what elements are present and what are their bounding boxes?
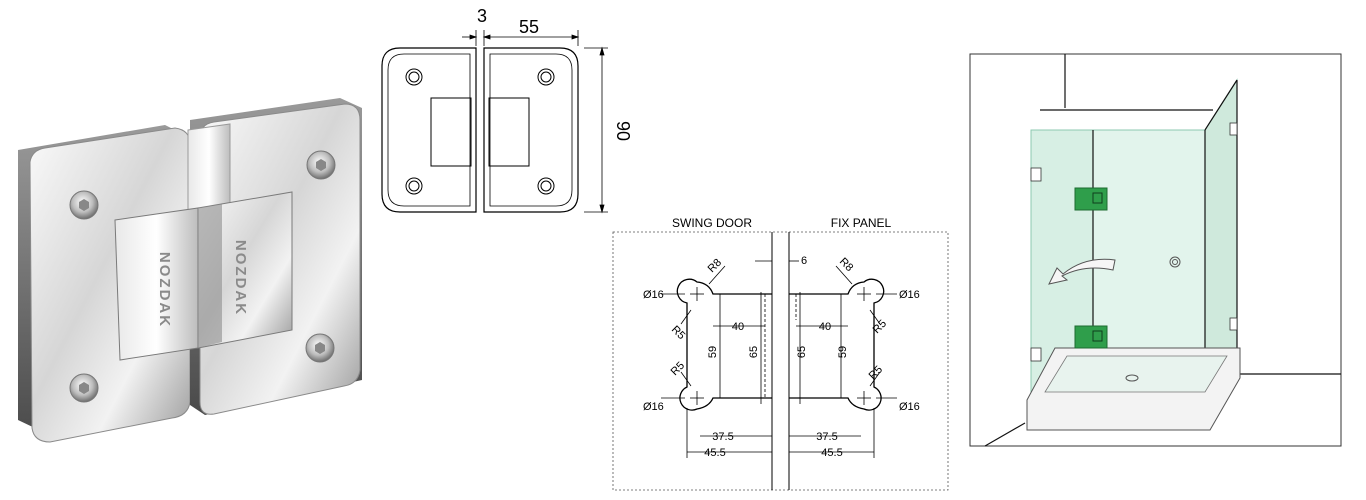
hinge-photo: NOZDAK NOZDAK [0, 80, 375, 450]
screw-icon [69, 190, 99, 220]
dim-gap-label: 3 [477, 6, 487, 26]
radius-r8-left: R8 [706, 257, 724, 275]
right-plate-outline [483, 47, 579, 213]
dim-40-left: 40 [732, 321, 744, 333]
dim-height-label: 90 [613, 121, 633, 141]
dia-bottom-right: Ø16 [899, 401, 920, 413]
dim-45-5-right: 45.5 [821, 447, 842, 459]
fix-panel-cutout [789, 278, 885, 411]
swing-door-label: SWING DOOR [672, 216, 752, 230]
hinge-top-view-drawing: 3 55 90 [370, 0, 633, 220]
glass-cutout-drawing: SWING DOOR FIX PANEL [605, 210, 960, 495]
radius-r8-right: R8 [837, 256, 855, 274]
dia-top-right: Ø16 [899, 289, 920, 301]
shower-enclosure-illustration [965, 48, 1347, 448]
swing-door-cutout [676, 278, 772, 411]
dim-59-right: 59 [837, 346, 849, 358]
hinge-marker-icon [1074, 325, 1108, 349]
dim-65-right: 65 [796, 346, 808, 358]
dim-37-5-right: 37.5 [816, 431, 837, 443]
fix-panel-label: FIX PANEL [831, 216, 892, 230]
dim-59-left: 59 [707, 346, 719, 358]
dim-37-5-left: 37.5 [712, 431, 733, 443]
screw-icon [69, 373, 99, 403]
brand-engraving-right: NOZDAK [232, 240, 249, 316]
screw-icon [305, 333, 335, 363]
brand-engraving-left: NOZDAK [156, 252, 173, 328]
radius-r5-top-left: R5 [669, 324, 687, 342]
dia-bottom-left: Ø16 [643, 401, 664, 413]
dim-width-label: 55 [519, 17, 539, 37]
dim-65-left: 65 [748, 346, 760, 358]
screw-icon [306, 150, 336, 180]
dim-40-right: 40 [819, 321, 831, 333]
hinge-marker-icon [1074, 187, 1108, 211]
swing-arrow-icon [1048, 258, 1116, 285]
radius-r5-bottom-left: R5 [669, 360, 687, 378]
radius-r5-bottom-right: R5 [867, 364, 885, 382]
dim-6-gap: 6 [801, 255, 807, 267]
dia-top-left: Ø16 [643, 289, 664, 301]
dim-45-5-left: 45.5 [704, 447, 725, 459]
left-plate-outline [381, 47, 477, 213]
